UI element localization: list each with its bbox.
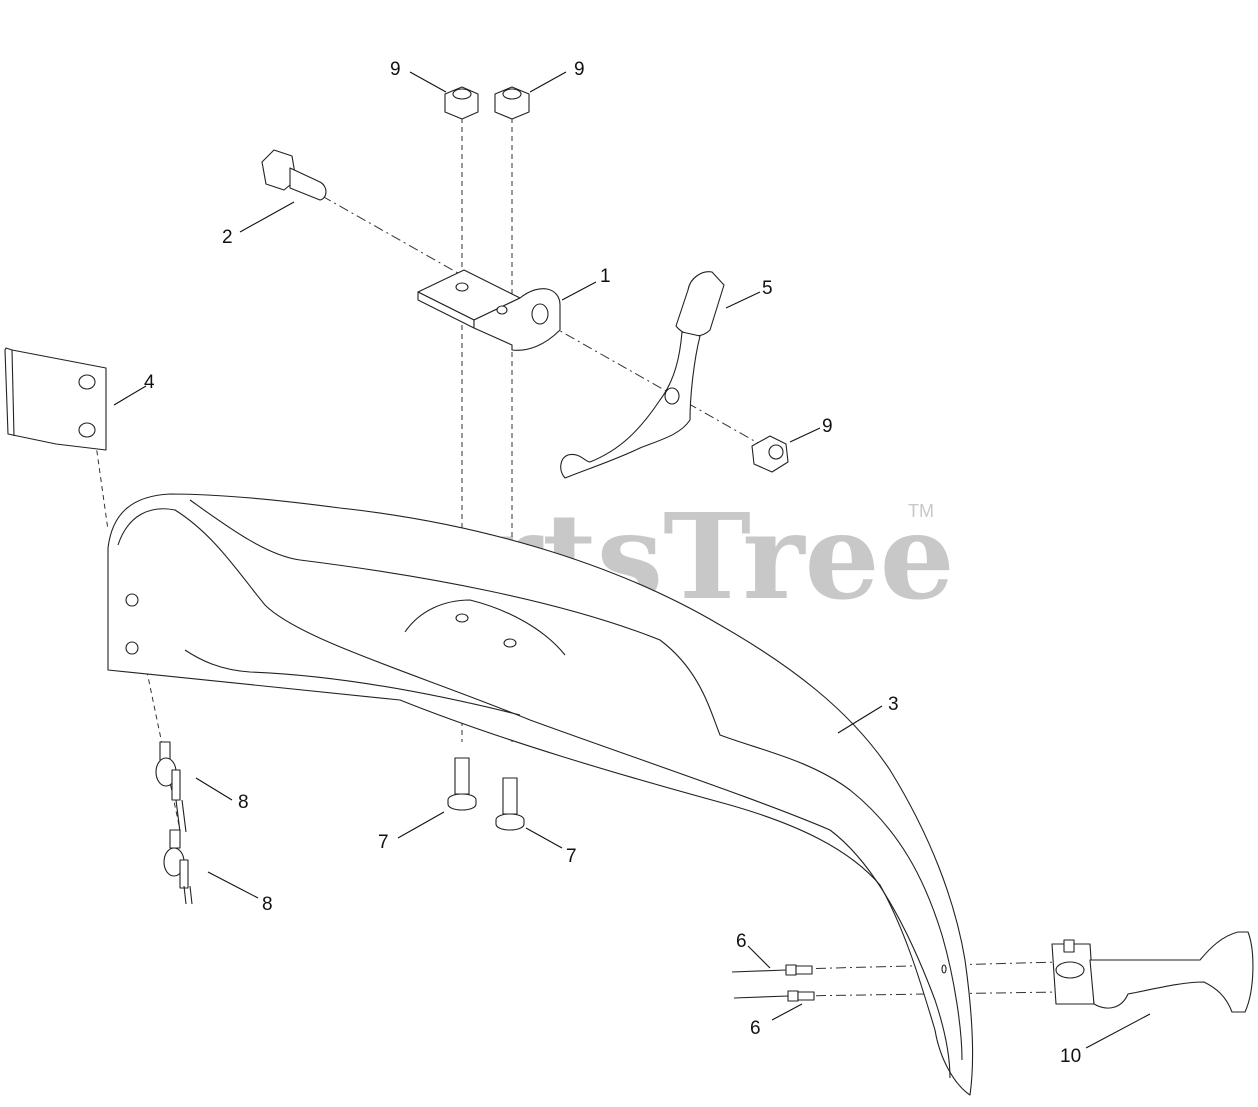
- lever: [560, 271, 725, 479]
- bolt-7-right: [495, 777, 525, 831]
- callout-8-rivet-upper: 8: [238, 792, 249, 813]
- shield-top-crease: [189, 499, 963, 1061]
- rivet-8-lower: [163, 829, 193, 905]
- shield-rivet-hole-upper: [125, 593, 139, 607]
- latch: [1051, 931, 1254, 1013]
- callout-10-latch: 10: [1060, 1046, 1081, 1067]
- carriage-bolts: [447, 757, 525, 831]
- bracket-hole-left: [455, 282, 469, 292]
- latch-pin: [1063, 939, 1075, 953]
- callout-6-rivet-upper: 6: [736, 931, 747, 952]
- callout-9-nut-right: 9: [574, 59, 585, 80]
- centerline-plate-upper: [87, 387, 109, 531]
- latch-knuckle: [1055, 961, 1085, 979]
- centerline-rivet-6a: [795, 961, 1061, 970]
- callout-2-bolt: 2: [222, 227, 233, 248]
- shield-rivet-hole-lower: [125, 641, 139, 655]
- bracket-hole-right: [496, 305, 508, 315]
- shield-inner-edge: [117, 508, 951, 1079]
- shield-body: [107, 493, 974, 1096]
- callout-1-bracket: 1: [600, 266, 611, 287]
- callout-9-nut-lever: 9: [822, 416, 833, 437]
- mounting-plate: [4, 347, 107, 451]
- callout-5-lever: 5: [762, 278, 773, 299]
- nut-top-right: [494, 86, 530, 120]
- rivets-6: [731, 964, 815, 1002]
- nuts: [444, 86, 789, 473]
- shield-lower-crease: [184, 649, 521, 716]
- callout-leaders: [113, 71, 1151, 1049]
- rivets-8: [155, 741, 193, 905]
- callout-4-plate: 4: [144, 372, 155, 393]
- rivet-6-lower: [733, 990, 815, 1002]
- rivet-6-upper: [731, 964, 813, 976]
- bracket: [417, 269, 561, 351]
- callout-3-shield: 3: [888, 694, 899, 715]
- deflector-shield: [107, 493, 974, 1096]
- latch-handle: [1089, 931, 1254, 1013]
- shield-hole-left: [455, 613, 469, 623]
- shield-hole-right: [503, 638, 517, 648]
- bolt: [261, 149, 327, 201]
- centerline-rivet-6b: [795, 991, 1061, 997]
- plate-hole-upper: [78, 374, 96, 390]
- plate-hole-lower: [78, 422, 96, 438]
- callout-8-rivet-lower: 8: [262, 894, 273, 915]
- callout-numbers: 9 9 2 1 5 4 9 3 8 8 7 7 6 6 10: [144, 59, 1081, 1067]
- bracket-pivot-hole: [531, 303, 549, 325]
- shield-mount-outline: [404, 599, 566, 656]
- lever-pivot-hole: [664, 387, 680, 405]
- plate-body: [4, 347, 107, 451]
- callout-6-rivet-lower: 6: [750, 1018, 761, 1039]
- callout-7-bolt-right: 7: [566, 846, 577, 867]
- nut-lever: [751, 435, 789, 473]
- rivet-8-upper: [155, 741, 187, 833]
- watermark-trademark: TM: [908, 501, 934, 521]
- plate-bend: [11, 349, 15, 437]
- bolt-shank: [289, 167, 327, 201]
- lever-grip: [675, 271, 725, 337]
- callout-7-bolt-left: 7: [378, 832, 389, 853]
- lever-arm: [560, 331, 701, 479]
- callout-9-nut-left: 9: [390, 59, 401, 80]
- nut-top-left: [444, 86, 479, 120]
- shield-hole-6a: [941, 964, 947, 974]
- bolt-7-left: [447, 757, 477, 811]
